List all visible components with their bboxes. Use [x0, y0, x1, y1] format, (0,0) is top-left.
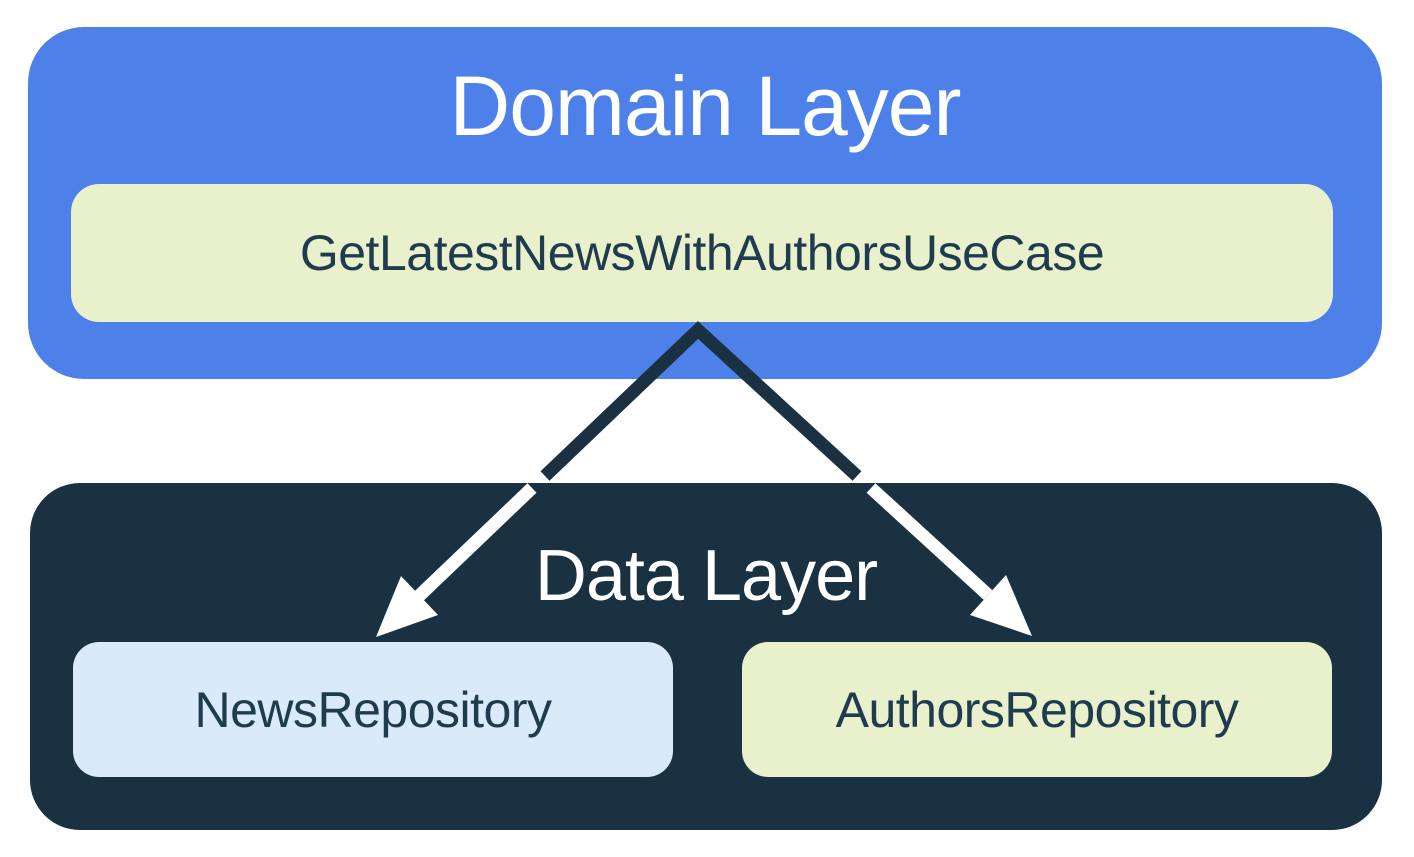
- authors-repository-node-label: AuthorsRepository: [835, 681, 1239, 738]
- news-repository-node: NewsRepository: [73, 642, 673, 777]
- data-layer-container: Data Layer NewsRepository AuthorsReposit…: [30, 483, 1382, 830]
- news-repository-node-label: NewsRepository: [194, 681, 552, 738]
- domain-layer-container: Domain Layer GetLatestNewsWithAuthorsUse…: [28, 27, 1382, 379]
- usecase-node-label: GetLatestNewsWithAuthorsUseCase: [299, 225, 1105, 281]
- data-layer-title: Data Layer: [534, 535, 878, 616]
- usecase-node: GetLatestNewsWithAuthorsUseCase: [71, 184, 1333, 322]
- domain-layer-title: Domain Layer: [449, 58, 962, 153]
- authors-repository-node: AuthorsRepository: [742, 642, 1332, 777]
